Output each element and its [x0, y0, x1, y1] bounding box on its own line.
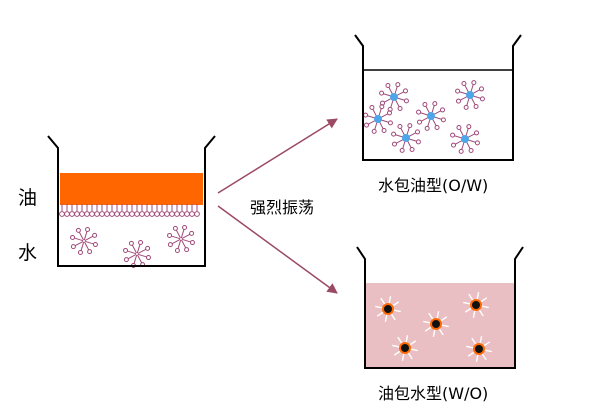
- water-droplet: [392, 335, 418, 361]
- water-droplet: [375, 296, 401, 322]
- left-beaker: [47, 135, 216, 268]
- water-phase-micelles: [70, 225, 195, 268]
- ow-oil-droplets: [363, 80, 485, 154]
- oil-droplet: [450, 124, 480, 154]
- oil-droplet: [455, 80, 485, 110]
- water-micelle: [70, 227, 98, 255]
- water-droplet: [466, 336, 492, 362]
- wo-beaker-outline: [356, 246, 524, 369]
- water-micelle: [123, 240, 151, 268]
- arrow-to-wo: [217, 205, 338, 294]
- ow-caption: 水包油型(O/W): [378, 176, 489, 195]
- water-droplet: [423, 311, 449, 337]
- ow-beaker: [354, 34, 522, 161]
- water-label: 水: [18, 242, 38, 264]
- oil-layer: [60, 173, 203, 205]
- wo-caption: 油包水型(W/O): [378, 384, 489, 403]
- wo-water-droplets: [375, 292, 492, 362]
- left-beaker-outline: [47, 135, 216, 267]
- oil-water-interface: [59, 204, 200, 217]
- ow-beaker-outline: [354, 34, 522, 161]
- shake-label: 强烈振荡: [250, 198, 315, 217]
- oil-label: 油: [18, 187, 38, 209]
- arrow-to-ow: [217, 118, 338, 194]
- water-micelle: [167, 225, 195, 253]
- water-droplet: [463, 292, 489, 318]
- oil-droplet: [379, 82, 409, 112]
- wo-beaker: [356, 246, 524, 369]
- oil-droplet: [416, 101, 446, 131]
- oil-droplet: [363, 104, 393, 134]
- oil-droplet: [391, 123, 421, 153]
